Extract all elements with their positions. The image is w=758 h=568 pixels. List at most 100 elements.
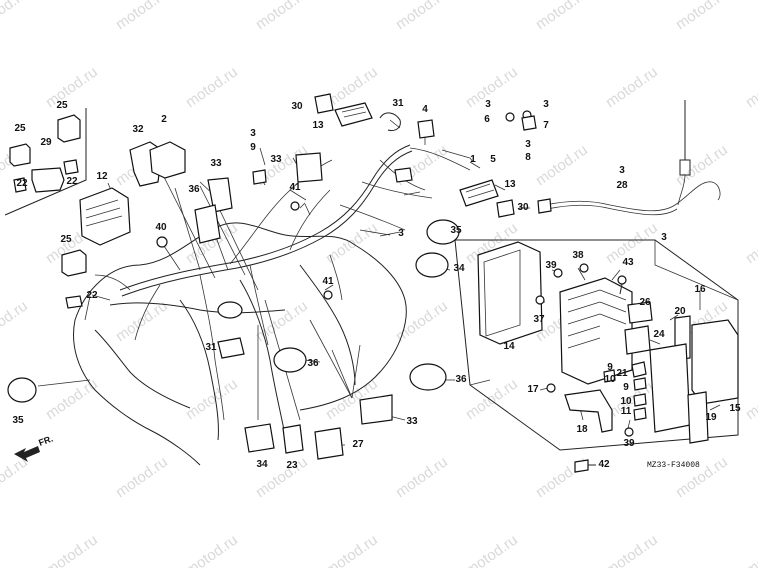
watermark-text: motod.ru bbox=[463, 63, 521, 111]
part-number-label: 29 bbox=[40, 137, 52, 148]
part-number-label: 27 bbox=[352, 439, 364, 450]
part-number-label: 33 bbox=[270, 154, 282, 165]
part-number-label: 19 bbox=[705, 412, 717, 423]
part-number-label: 14 bbox=[503, 341, 515, 352]
watermark-text: motod.ru bbox=[253, 297, 311, 345]
part-number-label: 6 bbox=[484, 114, 490, 125]
part-number-label: 10 bbox=[620, 396, 632, 407]
watermark-text: motod.ru bbox=[183, 375, 241, 423]
part-number-label: 8 bbox=[525, 152, 531, 163]
part-number-label: 43 bbox=[622, 257, 634, 268]
watermark-text: motod.ru bbox=[43, 375, 101, 423]
part-number-label: 33 bbox=[210, 158, 222, 169]
part-number-label: 20 bbox=[674, 306, 686, 317]
part-number-label: 34 bbox=[256, 459, 268, 470]
part-number-label: 35 bbox=[12, 415, 24, 426]
part-number-label: 16 bbox=[694, 284, 706, 295]
diagram-code: MZ33-F34008 bbox=[647, 461, 700, 470]
direction-label: FR. bbox=[37, 434, 54, 448]
part-number-label: 36 bbox=[455, 374, 467, 385]
part-number-label: 39 bbox=[623, 438, 635, 449]
part-number-label: 34 bbox=[453, 263, 465, 274]
part-number-label: 1 bbox=[470, 154, 476, 165]
part-number-label: 18 bbox=[576, 424, 588, 435]
part-number-label: 11 bbox=[621, 406, 632, 417]
part-number-label: 31 bbox=[392, 98, 404, 109]
watermark-text: motod.ru bbox=[323, 531, 381, 568]
part-number-label: 7 bbox=[543, 120, 549, 131]
part-number-label: 25 bbox=[14, 123, 26, 134]
watermark-text: motod.ru bbox=[463, 531, 521, 568]
watermark-text: motod.ru bbox=[743, 375, 758, 423]
watermark-text: motod.ru bbox=[43, 63, 101, 111]
part-number-label: 40 bbox=[155, 222, 167, 233]
part-number-label: 32 bbox=[132, 124, 144, 135]
part-number-label: 22 bbox=[86, 290, 98, 301]
part-number-label: 3 bbox=[398, 228, 404, 239]
part-number-label: 3 bbox=[543, 99, 549, 110]
part-number-label: 30 bbox=[291, 101, 303, 112]
watermark-text: motod.ru bbox=[743, 63, 758, 111]
watermark-text: motod.ru bbox=[183, 531, 241, 568]
part-number-label: 17 bbox=[527, 384, 539, 395]
part-number-label: 35 bbox=[450, 225, 462, 236]
watermark-text: motod.ru bbox=[533, 0, 591, 33]
part-number-label: 3 bbox=[250, 128, 256, 139]
watermark-text: motod.ru bbox=[183, 63, 241, 111]
part-number-label: 2 bbox=[161, 114, 167, 125]
watermark-text: motod.ru bbox=[603, 63, 661, 111]
part-number-label: 36 bbox=[307, 358, 319, 369]
part-number-label: 9 bbox=[623, 382, 629, 393]
part-number-label: 3 bbox=[485, 99, 491, 110]
part-number-label: 37 bbox=[533, 314, 545, 325]
part-number-label: 3 bbox=[525, 139, 531, 150]
part-number-label: 9 bbox=[607, 362, 613, 373]
part-number-label: 4 bbox=[422, 104, 428, 115]
watermark-text: motod.ru bbox=[743, 531, 758, 568]
watermark-text: motod.ru bbox=[43, 531, 101, 568]
part-number-label: 3 bbox=[619, 165, 625, 176]
part-number-label: 36 bbox=[188, 184, 200, 195]
part-number-label: 24 bbox=[653, 329, 665, 340]
part-number-label: 22 bbox=[66, 176, 78, 187]
part-number-label: 38 bbox=[572, 250, 584, 261]
part-number-label: 13 bbox=[504, 179, 516, 190]
watermark-text: motod.ru bbox=[0, 0, 31, 33]
part-number-label: 41 bbox=[322, 276, 334, 287]
diagram-linework bbox=[4, 93, 739, 473]
part-number-label: 33 bbox=[406, 416, 418, 427]
part-number-label: 41 bbox=[289, 182, 301, 193]
part-number-label: 30 bbox=[517, 202, 529, 213]
watermark-text: motod.ru bbox=[113, 453, 171, 501]
part-number-label: 3 bbox=[661, 232, 667, 243]
watermark-text: motod.ru bbox=[393, 453, 451, 501]
part-number-label: 15 bbox=[729, 403, 741, 414]
part-number-label: 31 bbox=[205, 342, 217, 353]
part-number-label: 21 bbox=[616, 368, 628, 379]
part-number-label: 13 bbox=[312, 120, 324, 131]
part-number-label: 12 bbox=[96, 171, 108, 182]
watermark-text: motod.ru bbox=[673, 0, 731, 33]
part-number-label: 22 bbox=[16, 178, 28, 189]
watermark-text: motod.ru bbox=[743, 219, 758, 267]
watermark-text: motod.ru bbox=[393, 0, 451, 33]
part-number-label: 25 bbox=[60, 234, 72, 245]
part-number-label: 25 bbox=[56, 100, 68, 111]
watermark-text: motod.ru bbox=[673, 141, 731, 189]
watermark-text: motod.ru bbox=[533, 141, 591, 189]
part-number-label: 39 bbox=[545, 260, 557, 271]
part-number-label: 28 bbox=[616, 180, 628, 191]
part-number-label: 10 bbox=[604, 374, 616, 385]
part-number-label: 9 bbox=[250, 142, 256, 153]
part-number-label: 42 bbox=[598, 459, 610, 470]
part-number-label: 5 bbox=[490, 154, 496, 165]
part-number-label: 26 bbox=[639, 297, 651, 308]
watermark-text: motod.ru bbox=[253, 0, 311, 33]
watermark-text: motod.ru bbox=[0, 297, 31, 345]
watermark-text: motod.ru bbox=[463, 375, 521, 423]
part-number-label: 23 bbox=[286, 460, 298, 471]
watermark-text: motod.ru bbox=[603, 531, 661, 568]
